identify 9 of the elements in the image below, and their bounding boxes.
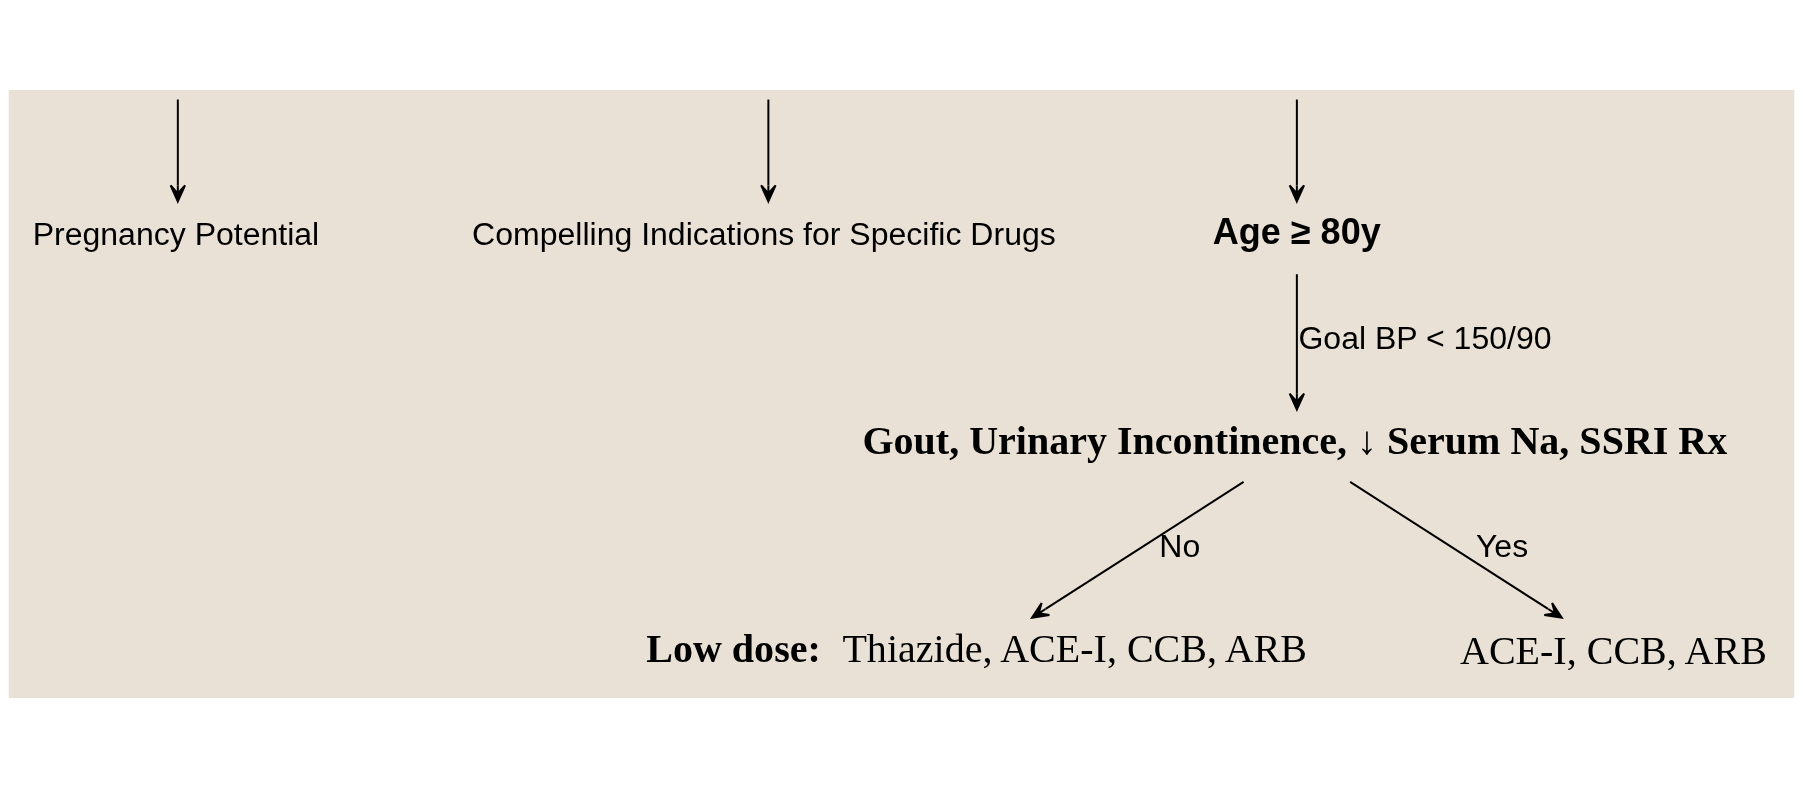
edge-label: Goal BP < 150/90	[1298, 320, 1552, 357]
edge-label: No	[1159, 528, 1201, 565]
node-text: Age ≥ 80y	[1212, 211, 1381, 253]
node-text: ACE-I, CCB, ARB	[1460, 627, 1767, 673]
node-text: Compelling Indications for Specific Drugs	[472, 216, 1056, 253]
edge-label: Yes	[1475, 528, 1529, 565]
node-text: Low dose: Thiazide, ACE-I, CCB, ARB	[646, 625, 1308, 671]
node-text: Pregnancy Potential	[32, 216, 320, 253]
node-text: Gout, Urinary Incontinence, ↓ Serum Na, SSRI Rx	[862, 417, 1728, 463]
